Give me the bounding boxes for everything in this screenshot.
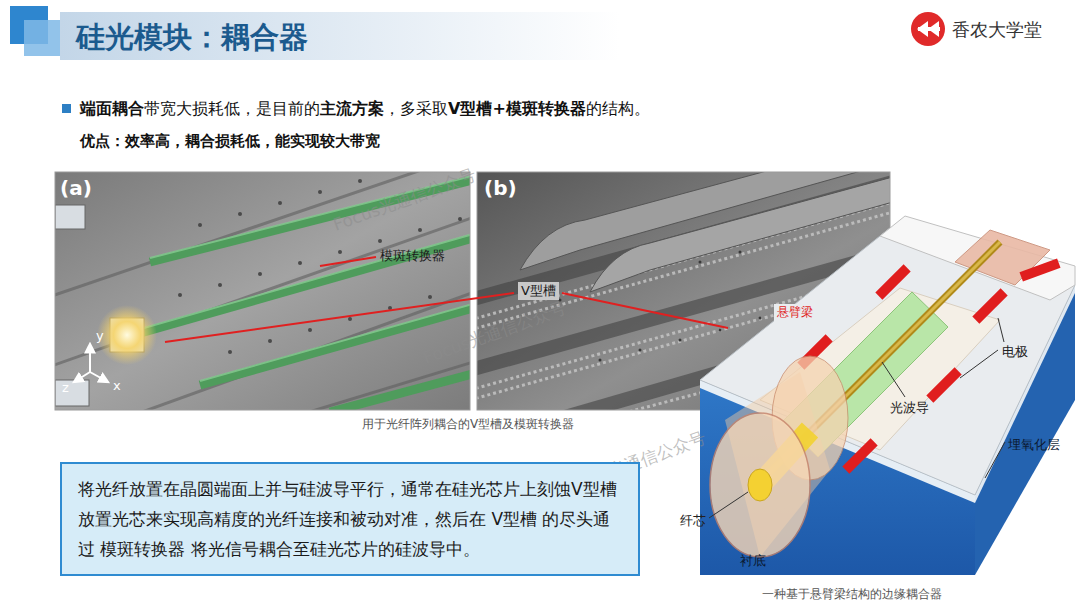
- part-label: 电极: [1002, 343, 1028, 361]
- logo-symbol: [918, 27, 940, 31]
- bullet-text: 端面耦合: [80, 99, 144, 118]
- part-label: 悬臂梁: [774, 304, 816, 321]
- watermark: Focus光通信公众号: [330, 164, 479, 237]
- part-label: 光波导: [890, 399, 929, 417]
- photo-a: [55, 172, 470, 410]
- panel-label: (b): [484, 176, 517, 200]
- axis-label: y: [96, 328, 104, 343]
- bullet-text: 带宽大损耗低，是目前的: [144, 99, 320, 118]
- axis-label: z: [62, 380, 69, 395]
- leader-line: [562, 293, 728, 328]
- watermark: Focus光通信公众号: [420, 297, 569, 370]
- title-band: [60, 12, 620, 60]
- figure-caption: 一种基于悬臂梁结构的边缘耦合器: [762, 586, 942, 603]
- part-label: 埋氧化层: [1008, 436, 1060, 454]
- text-box: 将光纤放置在晶圆端面上并与硅波导平行，通常在硅光芯片上刻蚀V型槽 放置光芯来实现…: [60, 462, 640, 576]
- box-text: 将光纤放置在晶圆端面上并与硅波导平行，通常在硅光芯片上刻蚀V型槽 放置光芯来实现…: [78, 474, 622, 564]
- figure-caption: 用于光纤阵列耦合的V型槽及模斑转换器: [362, 416, 574, 433]
- part-label: V型槽: [518, 282, 559, 300]
- bullet-text: V型槽+模斑转换器: [448, 99, 586, 118]
- bullet-text: 的结构。: [586, 99, 650, 118]
- bullet-square: [62, 104, 71, 113]
- part-label: 纤芯: [680, 512, 706, 530]
- slide-title: 硅光模块：耦合器: [76, 18, 308, 58]
- logo-circle: [911, 12, 945, 46]
- edge-coupler-figure: [700, 216, 1075, 575]
- deco-square: [24, 20, 60, 56]
- bullet-line: 端面耦合带宽大损耗低，是目前的主流方案，多采取V型槽+模斑转换器的结构。: [80, 99, 650, 120]
- logo-symbol: [917, 21, 939, 37]
- bullet-text: 主流方案: [320, 99, 384, 118]
- part-label: 衬底: [740, 552, 766, 570]
- panel-label: (a): [60, 176, 92, 200]
- logo-text: 香农大学堂: [952, 18, 1042, 42]
- leader-line: [320, 257, 376, 266]
- axis-label: x: [113, 378, 121, 393]
- bullet-text: ，多采取: [384, 99, 448, 118]
- part-label: 模斑转换器: [380, 247, 445, 265]
- advantage-note: 优点：效率高，耦合损耗低，能实现较大带宽: [80, 132, 380, 151]
